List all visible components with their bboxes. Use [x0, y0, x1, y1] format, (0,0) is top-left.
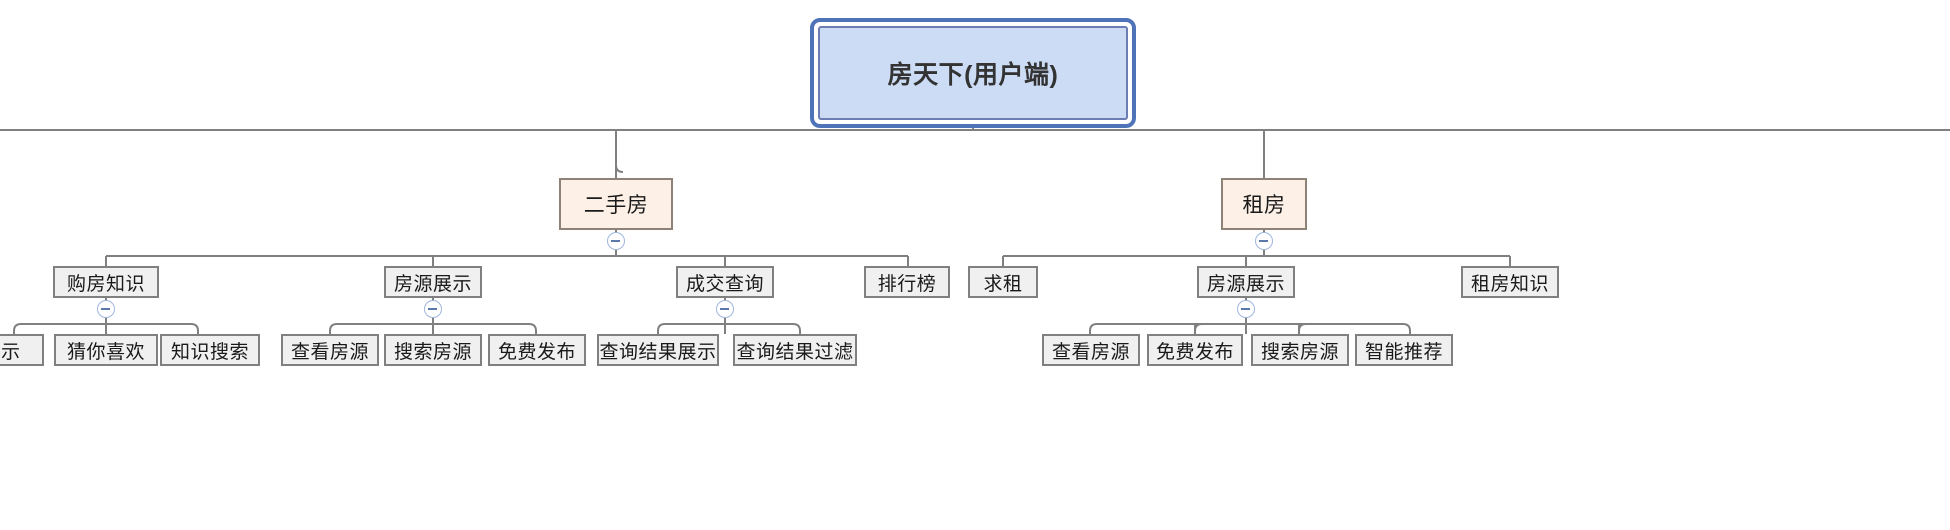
node-qiuzu[interactable]: 求租	[968, 266, 1038, 298]
node-root[interactable]: 房天下(用户端)	[818, 26, 1128, 120]
node-chakanfangyuan-zufang[interactable]: 查看房源	[1042, 334, 1140, 366]
collapse-minus-icon-ershoufang[interactable]	[607, 232, 625, 250]
node-cainixihuan[interactable]: 猜你喜欢	[54, 334, 158, 366]
node-goufangzhishi[interactable]: 购房知识	[53, 266, 159, 298]
collapse-minus-icon-zufang[interactable]	[1255, 232, 1273, 250]
node-mianfeifabu-zufang[interactable]: 免费发布	[1147, 334, 1243, 366]
node-zhishisousuo[interactable]: 知识搜索	[160, 334, 260, 366]
node-zufangzhishi[interactable]: 租房知识	[1461, 266, 1559, 298]
collapse-minus-icon-fangyuanzhanshi-ershoufang[interactable]	[424, 300, 442, 318]
node-sousuofangyuan-zufang[interactable]: 搜索房源	[1251, 334, 1349, 366]
node-paihangbang[interactable]: 排行榜	[864, 266, 950, 298]
node-zhishizhanshi[interactable]: 展示	[0, 334, 44, 366]
collapse-minus-icon-goufangzhishi[interactable]	[97, 300, 115, 318]
node-zhinengtuijian[interactable]: 智能推荐	[1355, 334, 1453, 366]
node-fangyuanzhanshi-ershoufang[interactable]: 房源展示	[384, 266, 482, 298]
node-sousuofangyuan-ershoufang[interactable]: 搜索房源	[384, 334, 482, 366]
node-ershoufang[interactable]: 二手房	[559, 178, 673, 230]
node-chengjiaochaxun[interactable]: 成交查询	[676, 266, 774, 298]
node-chaxunjieguozhanshi[interactable]: 查询结果展示	[597, 334, 719, 366]
node-mianfeifabu-ershoufang[interactable]: 免费发布	[488, 334, 586, 366]
node-zufang[interactable]: 租房	[1221, 178, 1307, 230]
collapse-minus-icon-chengjiaochaxun[interactable]	[716, 300, 734, 318]
collapse-minus-icon-fangyuanzhanshi-zufang[interactable]	[1237, 300, 1255, 318]
root-selection-outline	[810, 18, 1136, 128]
node-chaxunjieguoguolv[interactable]: 查询结果过滤	[733, 334, 857, 366]
node-chakanfangyuan-ershoufang[interactable]: 查看房源	[281, 334, 379, 366]
node-fangyuanzhanshi-zufang[interactable]: 房源展示	[1197, 266, 1295, 298]
